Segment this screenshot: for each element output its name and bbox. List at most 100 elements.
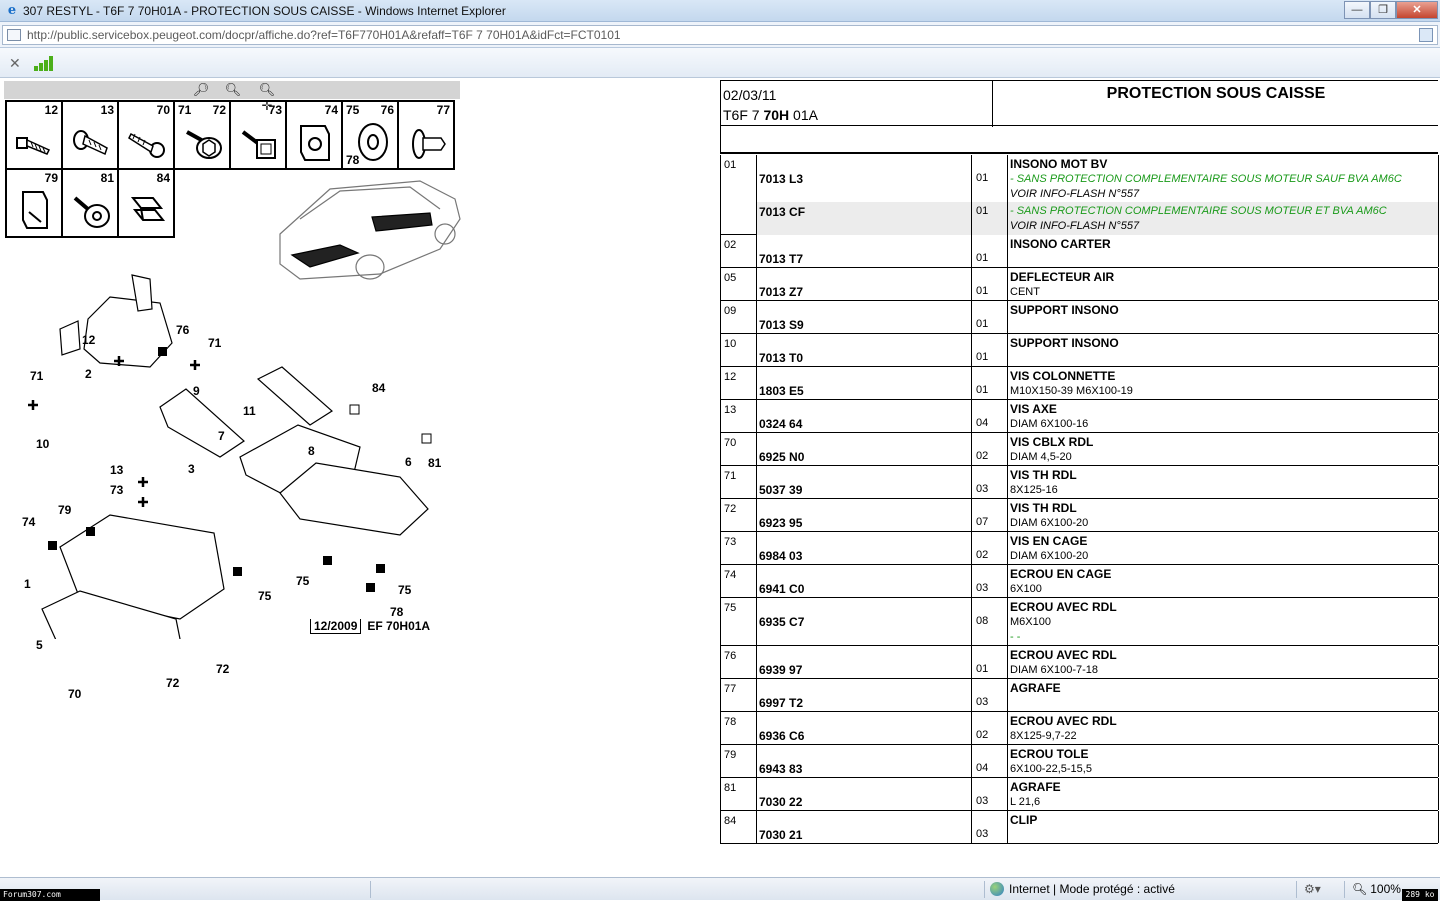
fastener-cell[interactable]: 13 (61, 100, 119, 170)
fastener-number: 76 (380, 103, 394, 117)
callout-label: 71 (208, 336, 222, 350)
callout-label: 79 (58, 503, 72, 517)
security-zone[interactable]: Internet | Mode protégé : activé (990, 882, 1175, 896)
exploded-diagram: 12 76 71 2 9 71 10 13 73 3 11 84 7 8 6 8… (0, 179, 470, 706)
self-tapping-screw-icon (128, 132, 165, 158)
restore-button[interactable]: ❐ (1370, 1, 1396, 19)
part-quantity: 01 (972, 155, 1008, 202)
callout-label: 75 (296, 574, 310, 588)
zoom-fit-icon[interactable]: 🔍︎✛ (258, 82, 276, 113)
fastener-cell[interactable]: 84 (117, 168, 175, 238)
part-description: INSONO CARTER (1008, 235, 1439, 267)
part-reference: 5037 39 (757, 466, 972, 498)
part-reference: 7013 S9 (757, 301, 972, 333)
fastener-cell[interactable]: 77 (397, 100, 455, 170)
fastener-cell[interactable]: 71 72 (173, 100, 231, 170)
ref-suffix: 01A (789, 107, 818, 123)
underbody-drawing (28, 180, 461, 706)
part-repere: 81 (721, 778, 757, 810)
zoom-out-icon[interactable]: 🔍︎ (224, 82, 242, 97)
fastener-cell[interactable]: 79 (5, 168, 63, 238)
part-reference: 7013 Z7 (757, 268, 972, 300)
fastener-cell[interactable]: 74 (285, 100, 343, 170)
part-detail: M6X100 (1010, 616, 1051, 628)
part-name: INSONO MOT BV (1010, 157, 1108, 171)
sheet-nut-icon (22, 191, 48, 229)
security-icon[interactable]: ⚙▾ (1304, 882, 1321, 896)
address-field[interactable]: http://public.servicebox.peugeot.com/doc… (2, 25, 1438, 45)
zoom-control[interactable]: 🔍︎ 100% (1352, 882, 1401, 896)
header-date: 02/03/11 (723, 87, 777, 103)
ref-prefix: T6F 7 (723, 107, 764, 123)
part-reference: 6984 03 (757, 532, 972, 564)
part-quantity: 01 (972, 646, 1008, 678)
zoom-in-icon[interactable]: 🔎︎ (192, 82, 210, 97)
header-info: 02/03/11 T6F 7 70H 01A (721, 81, 993, 127)
callout-label: 2 (85, 367, 92, 381)
callout-label: 7 (218, 429, 225, 443)
fastener-cell[interactable]: 70 (117, 100, 175, 170)
fastener-number: 12 (44, 103, 58, 117)
part-repere: 74 (721, 565, 757, 597)
part-quantity: 02 (972, 712, 1008, 744)
part-name: ECROU AVEC RDL (1010, 648, 1117, 662)
diagram-date: 12/2009 (310, 619, 362, 634)
part-name: ECROU TOLE (1010, 747, 1089, 761)
fastener-cell[interactable]: 12 (5, 100, 63, 170)
part-detail: CENT (1010, 286, 1040, 298)
part-repere: 79 (721, 745, 757, 777)
part-detail: DIAM 6X100-16 (1010, 418, 1089, 430)
part-dash: - - (1010, 631, 1021, 643)
stop-icon[interactable]: ✕ (9, 55, 21, 71)
part-repere: 01 (721, 155, 757, 234)
address-url[interactable]: http://public.servicebox.peugeot.com/doc… (27, 28, 621, 42)
part-description: AGRAFE (1008, 679, 1439, 711)
compatibility-icon[interactable] (1419, 28, 1433, 42)
car-silhouette (279, 180, 461, 280)
magnifier-icon: 🔍︎ (1352, 882, 1368, 896)
fastener-cell[interactable]: 75 76 78 (341, 100, 399, 170)
part-repere: 02 (721, 235, 757, 267)
diagram-footer: 12/2009 EF 70H01A (310, 619, 430, 634)
fastener-cell[interactable]: 73 (229, 100, 287, 170)
close-button[interactable]: ✕ (1396, 1, 1438, 19)
fastener-number: 84 (156, 171, 170, 185)
page-content: 🔎︎ 🔍︎ 🔍︎✛ 12 13 70 71 72 73 (0, 79, 1440, 876)
minimize-button[interactable]: — (1344, 1, 1370, 19)
signal-icon (34, 55, 53, 71)
watermark-right: 289 ko (1402, 889, 1438, 901)
washer-nut-icon (358, 123, 388, 161)
cage-nut-icon (300, 125, 330, 161)
fastener-number: 81 (100, 171, 114, 185)
fastener-number: 75 (346, 103, 360, 117)
header-spacer (720, 126, 1438, 154)
part-repere: 12 (721, 367, 757, 399)
part-detail: 6X100-22,5-15,5 (1010, 763, 1092, 775)
fastener-grid: 12 13 70 71 72 73 74 (5, 100, 455, 238)
zoom-level: 100% (1370, 882, 1401, 896)
part-support-10 (59, 320, 81, 356)
fastener-cell[interactable]: 81 (61, 168, 119, 238)
part-reference: 6935 C7 (757, 598, 972, 645)
